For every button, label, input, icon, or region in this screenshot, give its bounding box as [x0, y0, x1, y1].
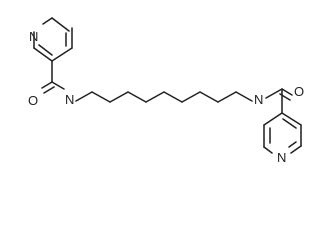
chain-bond — [145, 91, 165, 103]
chain-bond — [235, 91, 253, 102]
double-bond-inner — [282, 118, 297, 129]
chain-bond — [163, 91, 183, 103]
chain-bond — [181, 91, 201, 103]
chain-bond — [91, 91, 111, 103]
bond — [42, 17, 53, 25]
chain-bond — [127, 91, 147, 103]
octamethylene-chain — [91, 91, 253, 103]
bond — [51, 17, 70, 32]
chain-bond — [217, 91, 237, 103]
ring-nitrogen-label: N — [277, 150, 286, 165]
double-bond-inner — [288, 141, 297, 148]
bottom-pyridine-ring — [263, 112, 302, 154]
carbonyl-oxygen-label: O — [28, 93, 38, 108]
carbonyl-oxygen-label: O — [294, 84, 304, 99]
bond — [265, 88, 283, 99]
bond — [263, 146, 273, 154]
chain-bond — [199, 91, 219, 103]
amide-nitrogen-label: N — [254, 92, 263, 107]
top-amide-group — [41, 60, 93, 102]
right-amide-group — [265, 88, 293, 114]
double-bond-inner — [38, 44, 53, 56]
bond — [263, 112, 283, 126]
bond — [51, 81, 65, 90]
ring-nitrogen-label: N — [29, 29, 38, 44]
double-bond-inner — [43, 86, 55, 94]
bond — [51, 47, 73, 62]
top-pyridine-ring — [33, 17, 73, 62]
bond — [33, 47, 53, 62]
bond — [281, 112, 302, 126]
double-bond — [41, 81, 53, 89]
molecule-diagram: N O N N O N — [28, 17, 304, 165]
double-bond — [281, 88, 293, 96]
structure-canvas: N O N N O N — [28, 17, 305, 165]
amide-nitrogen-label: N — [65, 92, 74, 107]
bond — [290, 145, 302, 154]
chain-bond — [109, 91, 129, 103]
bond — [75, 91, 93, 102]
